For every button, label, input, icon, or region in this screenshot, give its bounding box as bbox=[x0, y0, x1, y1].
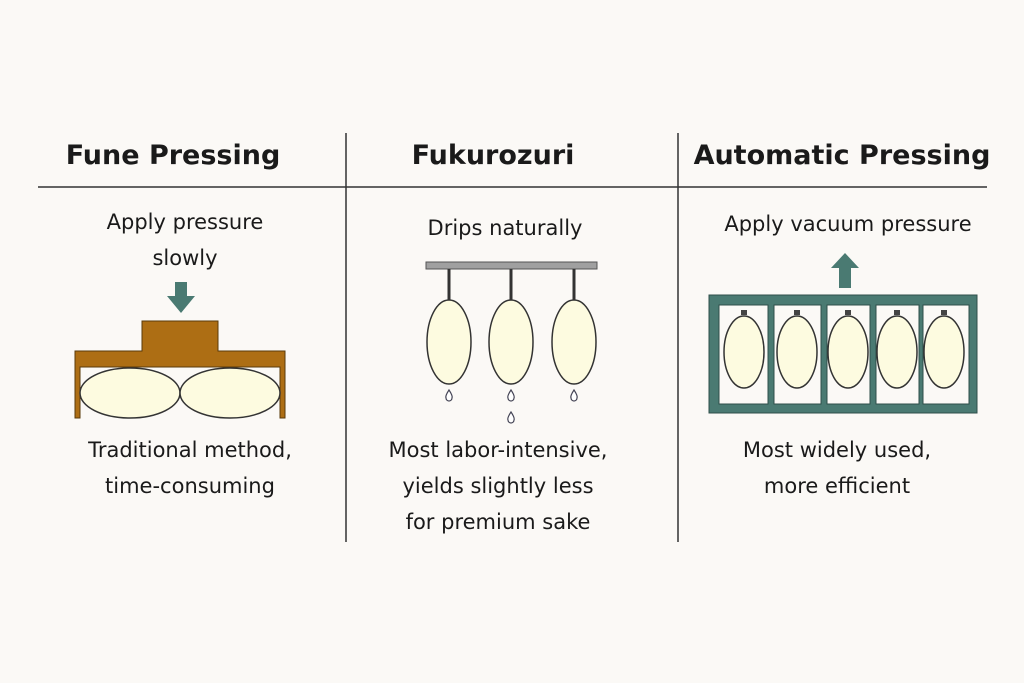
automatic-press-illustration bbox=[708, 253, 978, 414]
caption-line: Apply vacuum pressure bbox=[724, 212, 972, 236]
hanging-bag bbox=[551, 299, 597, 385]
note-line: Most labor-intensive, bbox=[388, 438, 608, 462]
sake-bag bbox=[79, 367, 181, 419]
automatic-note: Most widely used, more efficient bbox=[677, 432, 997, 504]
note-line: Traditional method, bbox=[88, 438, 292, 462]
press-lid bbox=[74, 320, 286, 419]
hanging-bag bbox=[426, 299, 472, 385]
hanging-rail bbox=[425, 261, 598, 270]
sake-bag bbox=[923, 315, 965, 389]
caption-line: slowly bbox=[152, 246, 218, 270]
sake-bag bbox=[776, 315, 818, 389]
drip-icons bbox=[445, 388, 578, 424]
fune-press-illustration bbox=[74, 282, 286, 419]
down-arrow-icon bbox=[167, 282, 195, 313]
sake-bag bbox=[723, 315, 765, 389]
column-title-automatic: Automatic Pressing bbox=[693, 140, 991, 171]
sake-bag bbox=[876, 315, 918, 389]
note-line: yields slightly less bbox=[402, 474, 594, 498]
column-title-fune: Fune Pressing bbox=[65, 140, 281, 171]
up-arrow-icon bbox=[831, 253, 859, 288]
fukurozuri-note: Most labor-intensive, yields slightly le… bbox=[338, 432, 658, 540]
automatic-caption: Apply vacuum pressure bbox=[688, 206, 1008, 242]
fukurozuri-caption: Drips naturally bbox=[345, 210, 665, 246]
fune-note: Traditional method, time-consuming bbox=[30, 432, 350, 504]
note-line: for premium sake bbox=[405, 510, 591, 534]
column-title-fukurozuri: Fukurozuri bbox=[411, 140, 575, 171]
caption-line: Apply pressure bbox=[106, 210, 264, 234]
fune-caption: Apply pressure slowly bbox=[25, 204, 345, 276]
note-line: time-consuming bbox=[105, 474, 275, 498]
fukurozuri-illustration bbox=[425, 261, 598, 424]
sake-bag bbox=[179, 367, 281, 419]
caption-line: Drips naturally bbox=[427, 216, 583, 240]
note-line: Most widely used, bbox=[742, 438, 932, 462]
hanging-bag bbox=[488, 299, 534, 385]
note-line: more efficient bbox=[763, 474, 911, 498]
sake-bag bbox=[827, 315, 869, 389]
